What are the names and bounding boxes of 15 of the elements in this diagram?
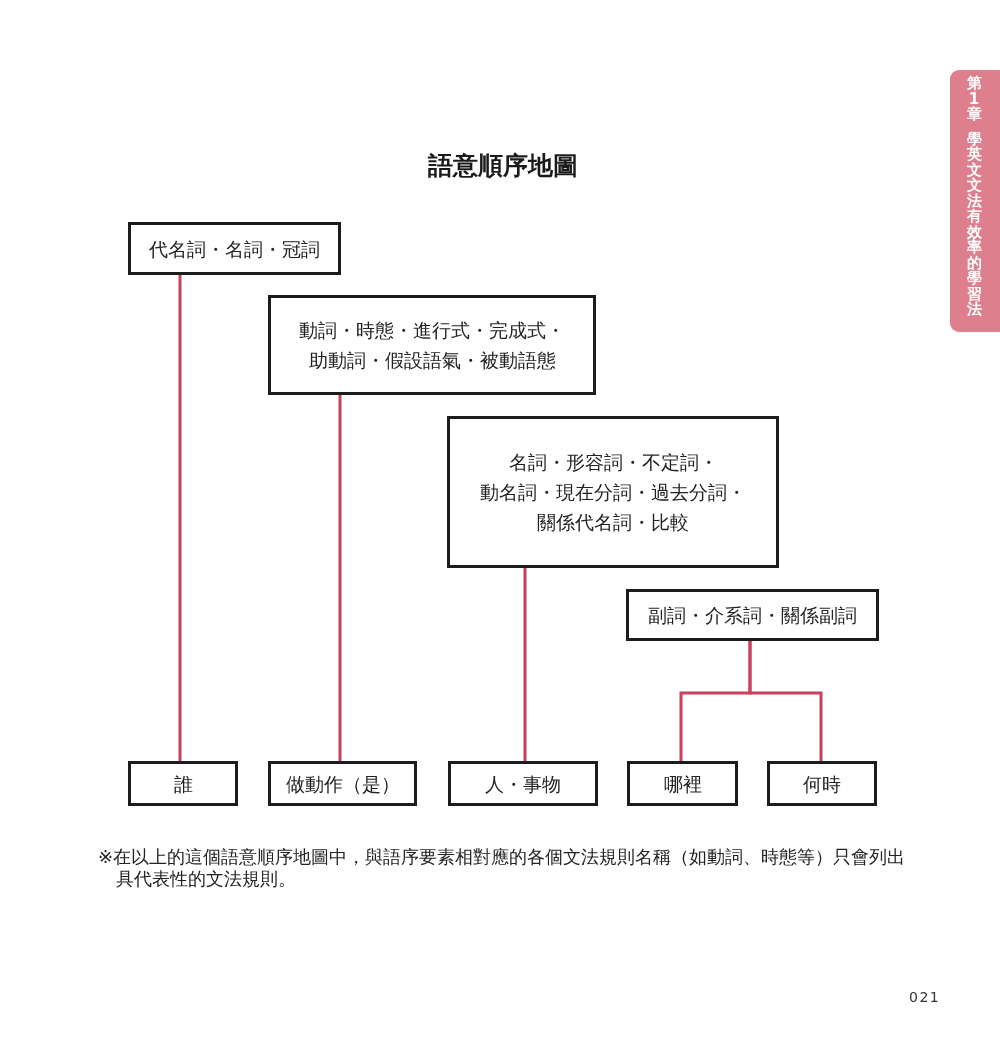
connector-line bbox=[748, 641, 823, 761]
chapter-number: 第1章 bbox=[966, 76, 982, 123]
chapter-title: 學英文文法有效率的學習法 bbox=[966, 131, 982, 318]
element-box: 做動作（是） bbox=[268, 761, 417, 806]
chapter-tab bbox=[950, 70, 1000, 332]
element-box: 哪裡 bbox=[627, 761, 738, 806]
diagram-title: 語意順序地圖 bbox=[428, 150, 578, 182]
element-box: 何時 bbox=[767, 761, 877, 806]
connector-line bbox=[178, 275, 182, 761]
footnote: ※在以上的這個語意順序地圖中，與語序要素相對應的各個文法規則名稱（如動詞、時態等）只會列出具代表性的文法規則。 bbox=[98, 846, 906, 890]
element-box: 人・事物 bbox=[448, 761, 598, 806]
element-box: 誰 bbox=[128, 761, 238, 806]
page-number: 021 bbox=[909, 989, 941, 1005]
connector-line bbox=[338, 395, 342, 761]
connector-line bbox=[523, 568, 527, 761]
